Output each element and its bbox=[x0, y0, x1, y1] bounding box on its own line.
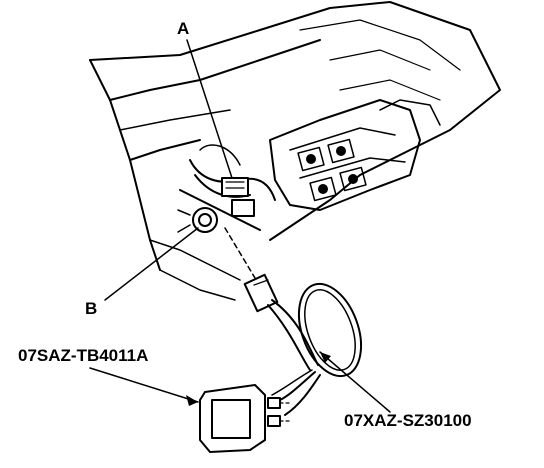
leader-tool1 bbox=[89, 367, 199, 403]
leader-tool2 bbox=[319, 351, 391, 413]
callout-tool-harness: 07XAZ-SZ30100 bbox=[344, 411, 472, 430]
connector-b bbox=[177, 207, 218, 233]
connection-dashed-line bbox=[224, 227, 256, 279]
dashboard-panel bbox=[89, 1, 501, 301]
sensor-unit bbox=[199, 384, 266, 453]
connector-a bbox=[221, 177, 255, 217]
callout-tool-sensor-unit: 07SAZ-TB4011A bbox=[18, 346, 149, 365]
fuse-block bbox=[269, 99, 441, 211]
tool-harness-plug bbox=[243, 273, 279, 313]
tool-harness-cable bbox=[267, 282, 363, 416]
leader-lines bbox=[89, 39, 391, 413]
callout-a: A bbox=[177, 19, 190, 38]
leader-b bbox=[104, 227, 199, 301]
callout-b: B bbox=[85, 299, 98, 318]
leader-a bbox=[186, 39, 233, 179]
sensor-unit-plugs bbox=[267, 397, 291, 427]
